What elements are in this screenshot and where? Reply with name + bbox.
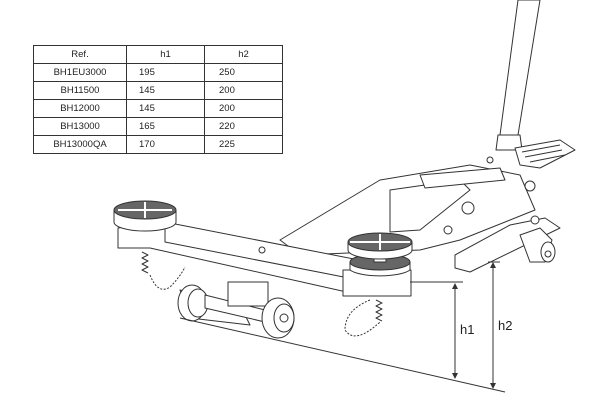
table-row: BH12000 145 200 [33, 99, 283, 118]
table-row: BH11500 145 200 [33, 81, 283, 100]
jack-handle [495, 0, 541, 151]
table-header-row: Ref. h1 h2 [33, 45, 283, 64]
springs-and-chains [141, 251, 383, 337]
h1-label: h1 [460, 322, 475, 337]
specification-table: Ref. h1 h2 BH1EU3000 195 250 BH11500 145… [33, 45, 283, 154]
rubber-saddle-left [113, 200, 177, 232]
foot-pedal [514, 139, 576, 169]
table-row: BH13000QA 170 225 [33, 135, 283, 154]
cell-h2: 225 [204, 135, 283, 154]
caster-wheel [519, 227, 556, 263]
h2-label: h2 [498, 318, 513, 333]
ground-line [179, 317, 506, 393]
dimension-lines [179, 261, 506, 393]
front-rollers [177, 281, 295, 339]
rubber-saddle-right [342, 232, 413, 297]
